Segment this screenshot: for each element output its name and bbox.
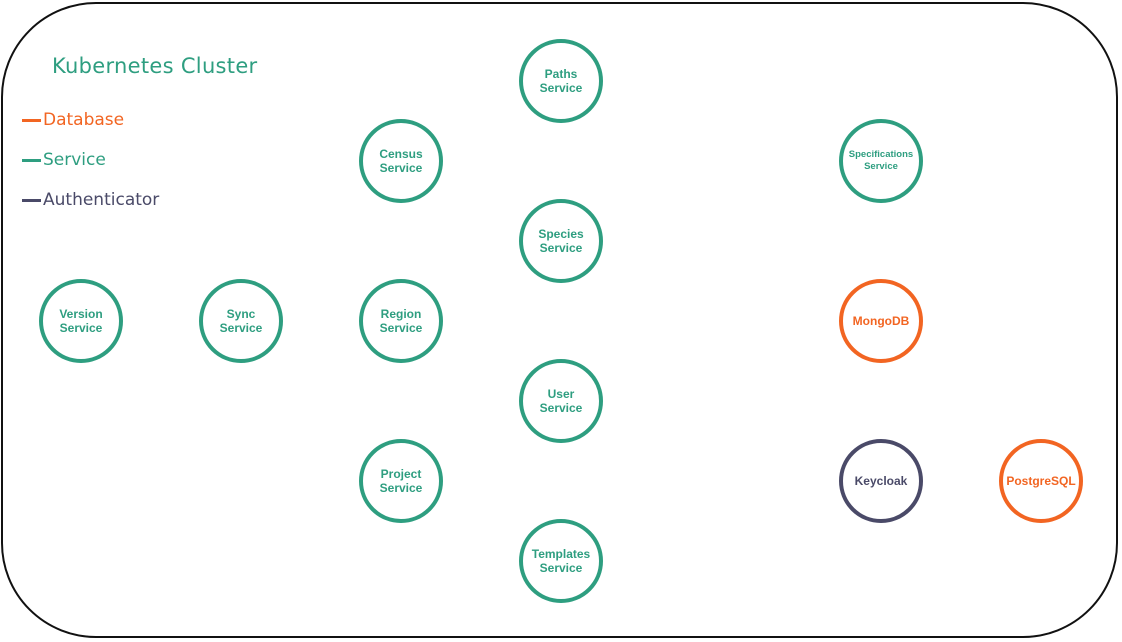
node-region-service: Region Service (359, 279, 443, 363)
node-label: Species Service (538, 227, 584, 255)
legend-database-swatch (22, 118, 41, 122)
node-label: User Service (539, 387, 583, 415)
legend-service-swatch (22, 158, 41, 162)
legend-authenticator-label: Authenticator (43, 190, 160, 210)
legend-authenticator-swatch (22, 198, 41, 202)
node-project-service: Project Service (359, 439, 443, 523)
node-label: Project Service (379, 467, 423, 495)
node-label: MongoDB (852, 314, 910, 328)
node-label: Specifications Service (848, 149, 914, 172)
node-label: Region Service (379, 307, 423, 335)
cluster-title: Kubernetes Cluster (52, 54, 258, 78)
node-keycloak: Keycloak (839, 439, 923, 523)
node-label: Paths Service (539, 67, 583, 95)
legend-database: Database (22, 110, 124, 130)
node-label: Sync Service (219, 307, 263, 335)
node-sync-service: Sync Service (199, 279, 283, 363)
node-paths-service: Paths Service (519, 39, 603, 123)
node-label: Templates Service (531, 547, 591, 575)
node-label: Census Service (379, 147, 423, 175)
node-label: Keycloak (854, 474, 908, 488)
node-specifications-service: Specifications Service (839, 119, 923, 203)
legend-database-label: Database (43, 110, 125, 130)
legend-service: Service (22, 150, 106, 170)
node-version-service: Version Service (39, 279, 123, 363)
legend-authenticator: Authenticator (22, 190, 159, 210)
node-user-service: User Service (519, 359, 603, 443)
node-label: PostgreSQL (1006, 474, 1076, 488)
legend-service-label: Service (43, 150, 106, 170)
node-label: Version Service (59, 307, 103, 335)
node-templates-service: Templates Service (519, 519, 603, 603)
node-postgresql: PostgreSQL (999, 439, 1083, 523)
node-species-service: Species Service (519, 199, 603, 283)
node-census-service: Census Service (359, 119, 443, 203)
node-mongodb: MongoDB (839, 279, 923, 363)
